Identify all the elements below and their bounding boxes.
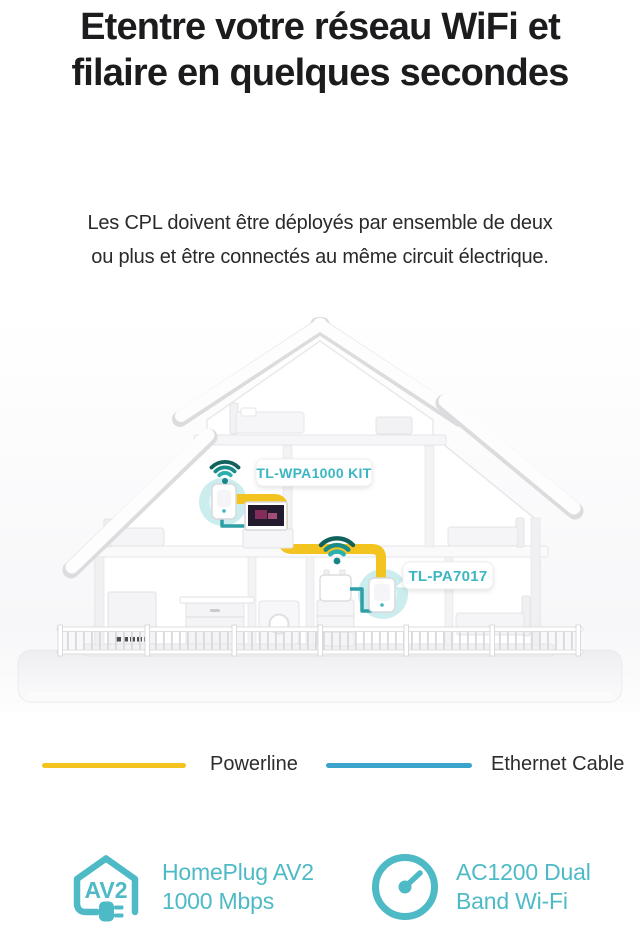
powerline-legend-label: Powerline: [210, 753, 298, 775]
page-title-line1: Etentre votre réseau WiFi et: [80, 6, 561, 48]
attic-dresser: [375, 416, 413, 435]
page-title-line2: filaire en quelques secondes: [71, 52, 569, 94]
speed-gauge-icon: [372, 854, 438, 920]
ethernet-cable-router: [350, 587, 372, 613]
page-subtitle: Les CPL doivent être déployés par ensemb…: [0, 206, 640, 274]
feature-wifi-speed: AC1200 Dual Band Wi-Fi: [366, 848, 591, 926]
feature-highlights: AV2 HomePlug AV2 1000 Mbps AC1200 Dual B…: [0, 848, 640, 928]
right-exterior-wall: [530, 517, 541, 646]
main-roof-left: [65, 428, 215, 574]
feature-homeplug-line2: 1000 Mbps: [162, 888, 274, 914]
av2-badge-text: AV2: [84, 877, 127, 903]
cable-legend: Powerline Ethernet Cable: [0, 742, 640, 788]
feature-homeplug: AV2 HomePlug AV2 1000 Mbps: [60, 848, 314, 926]
device-label-lower: TL-PA7017: [396, 561, 494, 590]
feature-wifi-speed-line2: Band Wi-Fi: [456, 888, 568, 914]
page-title: Etentre votre réseau WiFi et filaire en …: [0, 4, 640, 96]
device-label-upper: TL-WPA1000 KIT: [250, 458, 373, 487]
device-label-upper-text: TL-WPA1000 KIT: [256, 465, 371, 481]
powerline-legend-line: [42, 763, 186, 768]
bedroom-bed-right: [447, 517, 525, 548]
ethernet-legend-label: Ethernet Cable: [491, 753, 625, 775]
lower-powerline-adapter: [368, 577, 396, 613]
homeplug-av2-house-plug-icon: AV2: [73, 855, 139, 922]
upper-powerline-adapter: [211, 483, 237, 520]
roof: [62, 317, 584, 579]
house-illustration: TL-WPA1000 KIT TL-PA7017: [0, 312, 640, 712]
tv-cabinet: [242, 528, 294, 549]
page-subtitle-line1: Les CPL doivent être déployés par ensemb…: [87, 212, 553, 234]
feature-wifi-speed-text: AC1200 Dual Band Wi-Fi: [456, 858, 591, 916]
wifi-icon: [318, 536, 356, 565]
main-roof-right: [438, 394, 581, 515]
tv-set: [242, 501, 294, 549]
device-label-lower-text: TL-PA7017: [408, 568, 487, 585]
feature-homeplug-line1: HomePlug AV2: [162, 859, 314, 885]
attic-bed: [229, 402, 305, 435]
attic-roof-right: [313, 318, 465, 422]
ethernet-legend-line: [326, 763, 472, 768]
wifi-icon: [209, 460, 241, 484]
feature-wifi-speed-line1: AC1200 Dual: [456, 859, 591, 885]
page-subtitle-line2: ou plus et être connectés au même circui…: [91, 246, 549, 268]
wifi-router: [319, 569, 352, 602]
wall-2f-b: [424, 445, 435, 548]
attic-floor-slab: [193, 434, 447, 446]
terrace-fence: [56, 624, 584, 657]
feature-homeplug-text: HomePlug AV2 1000 Mbps: [162, 858, 314, 916]
attic-roof-left: [175, 318, 327, 422]
ethernet-cable-tv: [220, 517, 246, 528]
ground-platform: [17, 649, 623, 703]
